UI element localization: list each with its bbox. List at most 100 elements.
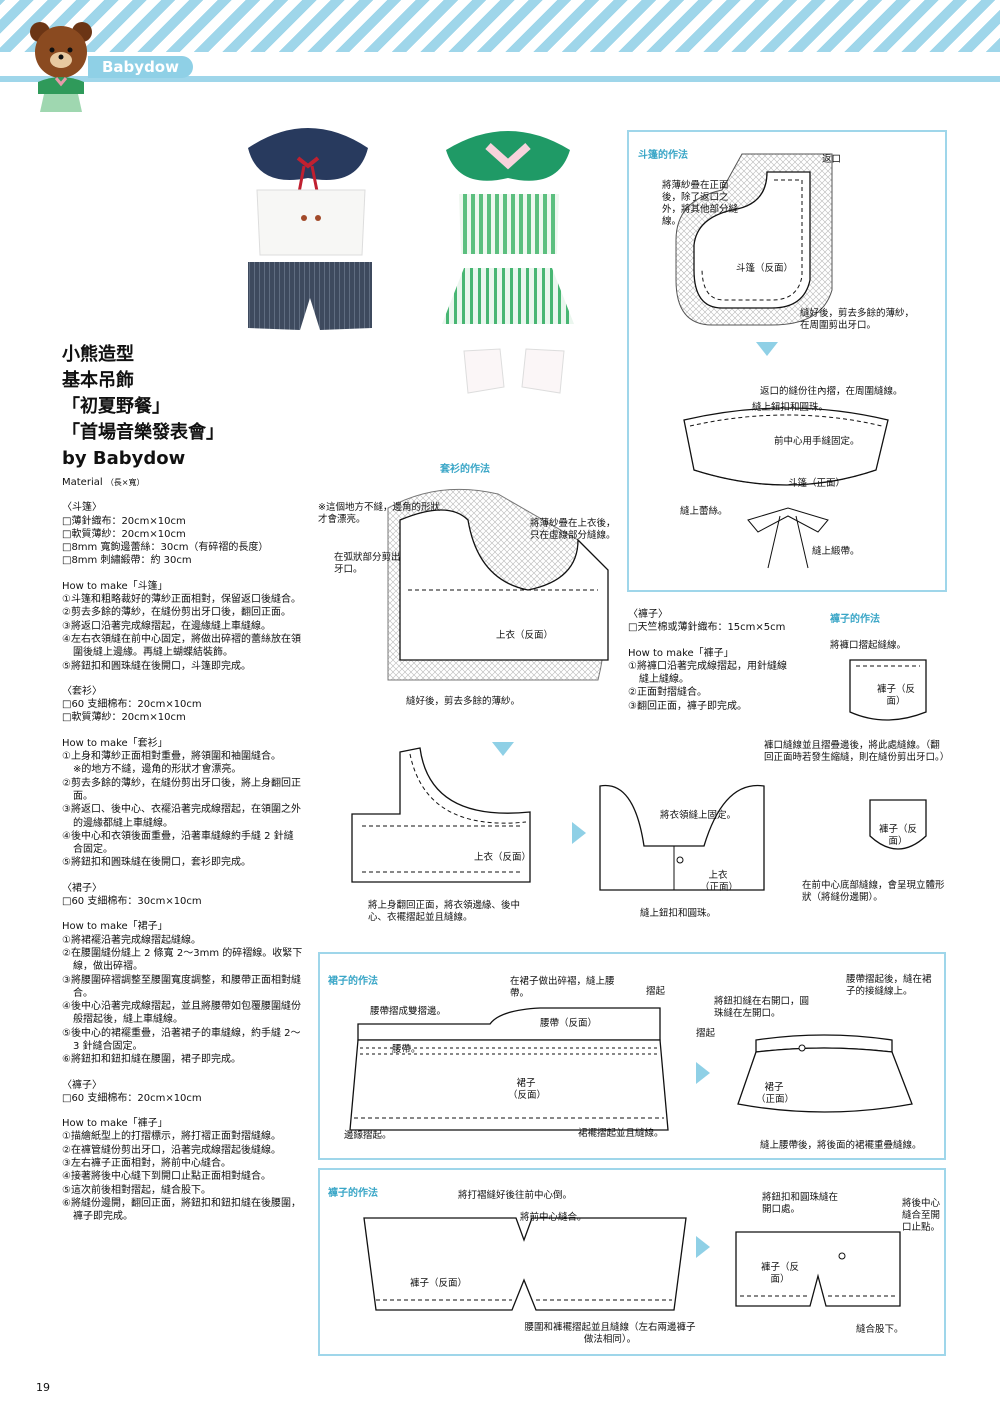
step: ③左右褲子正面相對，將前中心縫合。 (62, 1157, 312, 1170)
cape-label: 縫上蕾絲。 (680, 506, 728, 518)
step: ⑥將縫份邊開，翻回正面，將鈕扣和鈕扣縫在後腰圍， (62, 1197, 312, 1210)
step: ②剪去多餘的薄紗，在縫份剪出牙口後，翻回正面。 (62, 606, 312, 619)
skirt-label: 摺起 (696, 1028, 715, 1040)
bloomers-label: 在前中心底部縫線，會呈現立體形狀（將縫份邊開）。 (802, 880, 952, 904)
material-unit: （長×寬） (106, 478, 145, 487)
striped-shorts-photo (244, 258, 376, 338)
cape-label: 返口 (822, 154, 841, 166)
step: 的邊緣都縫上車縫線。 (62, 817, 312, 830)
step: ⑥將鈕扣和鈕扣縫在腰圍，裙子即完成。 (62, 1053, 312, 1066)
step: ③將返口、後中心、衣襬沿著完成線摺起，在領圍之外 (62, 803, 312, 816)
skirt-finished-diagram (732, 1030, 918, 1120)
skirt-panel-title: 裙子的作法 (328, 972, 378, 987)
page-number: 19 (36, 1381, 50, 1394)
step: ①描繪紙型上的打摺標示，將打褶正面對摺縫線。 (62, 1130, 312, 1143)
step: ⑤後中心的裙襬重疊，沿著裙子的車縫線，約手縫 2～ (62, 1027, 312, 1040)
material-heading: Material (62, 477, 103, 488)
skirt-label: 腰帶。 (392, 1044, 421, 1056)
step: ②正面對摺縫合。 (628, 686, 787, 699)
step: 合固定。 (62, 843, 312, 856)
pants-label: 腰圍和褲襬摺起並且縫線（左右兩邊褲子做法相同）。 (520, 1322, 700, 1346)
socks-photo (460, 343, 570, 399)
cape-label: 將薄紗疊在正面後，除了返口之外，將其他部分縫線。 (662, 180, 738, 228)
cape-label: 前中心用手縫固定。 (774, 436, 860, 448)
howto-heading: How to make「裙子」 (62, 920, 312, 933)
step: ②在褲管縫份剪出牙口，沿著完成線摺起後縫線。 (62, 1144, 312, 1157)
blouse-label: 在弧狀部分剪出牙口。 (334, 552, 404, 576)
bloomers-label: 褲口縫線並且摺疊邊後，將此處縫線。（翻回正面時若發生縮縫，則在縫份剪出牙口。） (764, 740, 948, 764)
blouse-label: 將上身翻回正面，將衣領邊緣、後中心、衣襬摺起並且縫線。 (368, 900, 528, 924)
title-line: 「首場音樂發表會」 (62, 420, 224, 446)
green-blouse-photo (455, 188, 563, 258)
blouse-finished-diagram (594, 776, 770, 906)
cape-label: 斗篷（反面） (736, 263, 793, 275)
instructions-column: Material （長×寬） 〈斗篷〉 □薄針織布：20cm×10cm □軟質薄… (62, 476, 312, 1224)
blouse-turned-diagram (340, 742, 550, 902)
skirt-label: 腰帶摺成雙摺邊。 (370, 1006, 446, 1018)
brand-label: Babydow (88, 56, 193, 78)
step: 合。 (62, 987, 312, 1000)
step: ①斗篷和粗略裁好的薄紗正面相對，保留返口後縫合。 (62, 593, 312, 606)
skirt-label: 摺起 (646, 986, 665, 998)
skirt-label: 腰帶摺起後，縫在裙子的接縫線上。 (846, 974, 936, 998)
cape-heading: 〈斗篷〉 (62, 501, 312, 514)
step: ④接著將後中心縫下到開口止點正面相對縫合。 (62, 1170, 312, 1183)
pants-finished-diagram (730, 1226, 910, 1316)
bloomers-label: 褲子（反面） (878, 824, 918, 848)
step: ※的地方不縫，邊角的形狀才會漂亮。 (62, 763, 312, 776)
material-item: □薄針織布：20cm×10cm (62, 515, 312, 528)
step: ③翻回正面，褲子即完成。 (628, 700, 787, 713)
bloomers-label: 褲子（反面） (876, 684, 916, 708)
step: ③將腰圍碎褶調整至腰圍寬度調整，和腰帶正面相對縫 (62, 974, 312, 987)
step: 圍後縫上邊緣。再縫上蝴蝶結裝飾。 (62, 646, 312, 659)
pants-label: 將打褶縫好後往前中心倒。 (458, 1190, 572, 1202)
material-item: □60 支細棉布：20cm×10cm (62, 1092, 312, 1105)
cape-label: 縫上緞帶。 (812, 546, 860, 558)
skirt-label: 裙子（反面） (508, 1078, 544, 1102)
cape-label: 返口的縫份往內摺，在周圍縫線。 (760, 386, 903, 398)
pants-label: 褲子（反面） (410, 1278, 467, 1290)
material-item: □8mm 刺繡緞帶：約 30cm (62, 554, 312, 567)
white-blouse-photo (252, 180, 370, 260)
step: ③將返口沿著完成線摺起，在邊緣縫上車縫線。 (62, 620, 312, 633)
bloomers-label: 將褲口摺起縫線。 (830, 640, 906, 652)
blouse-label: 將衣領縫上固定。 (660, 810, 736, 822)
howto-heading: How to make「套衫」 (62, 737, 312, 750)
step: 3 針縫合固定。 (62, 1040, 312, 1053)
blouse-label: 上衣（正面） (700, 870, 736, 894)
skirt-pattern-diagram (340, 1000, 690, 1140)
blouse-label: 上衣（反面） (474, 852, 531, 864)
step: ⑤這次前後相對摺起，縫合股下。 (62, 1184, 312, 1197)
skirt-label: 將鈕扣縫在右開口，圓珠縫在左開口。 (714, 996, 818, 1020)
step: ④後中心沿著完成線摺起，並且將腰帶如包覆腰圍縫份 (62, 1000, 312, 1013)
pants-panel-title: 褲子的作法 (328, 1184, 378, 1199)
blouse-label: 上衣（反面） (496, 630, 553, 642)
step: ④左右衣領縫在前中心固定，將做出碎褶的蕾絲放在領 (62, 633, 312, 646)
green-skirt-photo (438, 264, 578, 330)
pants-label: 縫合股下。 (856, 1324, 904, 1336)
cape-label: 縫上鈕扣和圓珠。 (752, 402, 828, 414)
howto-heading: How to make「斗篷」 (62, 580, 312, 593)
skirt-heading: 〈裙子〉 (62, 882, 312, 895)
step: 褲子即完成。 (62, 1210, 312, 1223)
skirt-label: 在裙子做出碎褶，縫上腰帶。 (510, 976, 620, 1000)
step: 面。 (62, 790, 312, 803)
step: 縫上縫線。 (628, 673, 787, 686)
pants-heading: 〈褲子〉 (62, 1079, 312, 1092)
howto-heading: How to make「褲子」 (62, 1117, 312, 1130)
page-title: 小熊造型 基本吊飾 「初夏野餐」 「首場音樂發表會」 by Babydow (62, 342, 224, 472)
step: ②剪去多餘的薄紗，在縫份剪出牙口後，將上身翻回正 (62, 777, 312, 790)
material-item: □軟質薄紗：20cm×10cm (62, 711, 312, 724)
material-item: □軟質薄紗：20cm×10cm (62, 528, 312, 541)
arrow-right-icon (696, 1236, 710, 1258)
cape-label: 縫好後，剪去多餘的薄紗，在周圍剪出牙口。 (800, 308, 922, 332)
arrow-right-icon (696, 1062, 710, 1084)
skirt-label: 腰帶（反面） (540, 1018, 597, 1030)
material-item: □60 支細棉布：20cm×10cm (62, 698, 312, 711)
header-stripes (0, 0, 1000, 52)
step: 般摺起後，縫上車縫線。 (62, 1013, 312, 1026)
blouse-label: 將薄紗疊在上衣後，只在虛線部分縫線。 (530, 518, 622, 542)
material-item: □天竺棉或薄針織布：15cm×5cm (628, 621, 787, 634)
skirt-label: 縫上腰帶後，將後面的裙襬重疊縫線。 (760, 1140, 922, 1152)
step: ②在腰圍縫份縫上 2 條寬 2～3mm 的碎褶線。收緊下 (62, 947, 312, 960)
